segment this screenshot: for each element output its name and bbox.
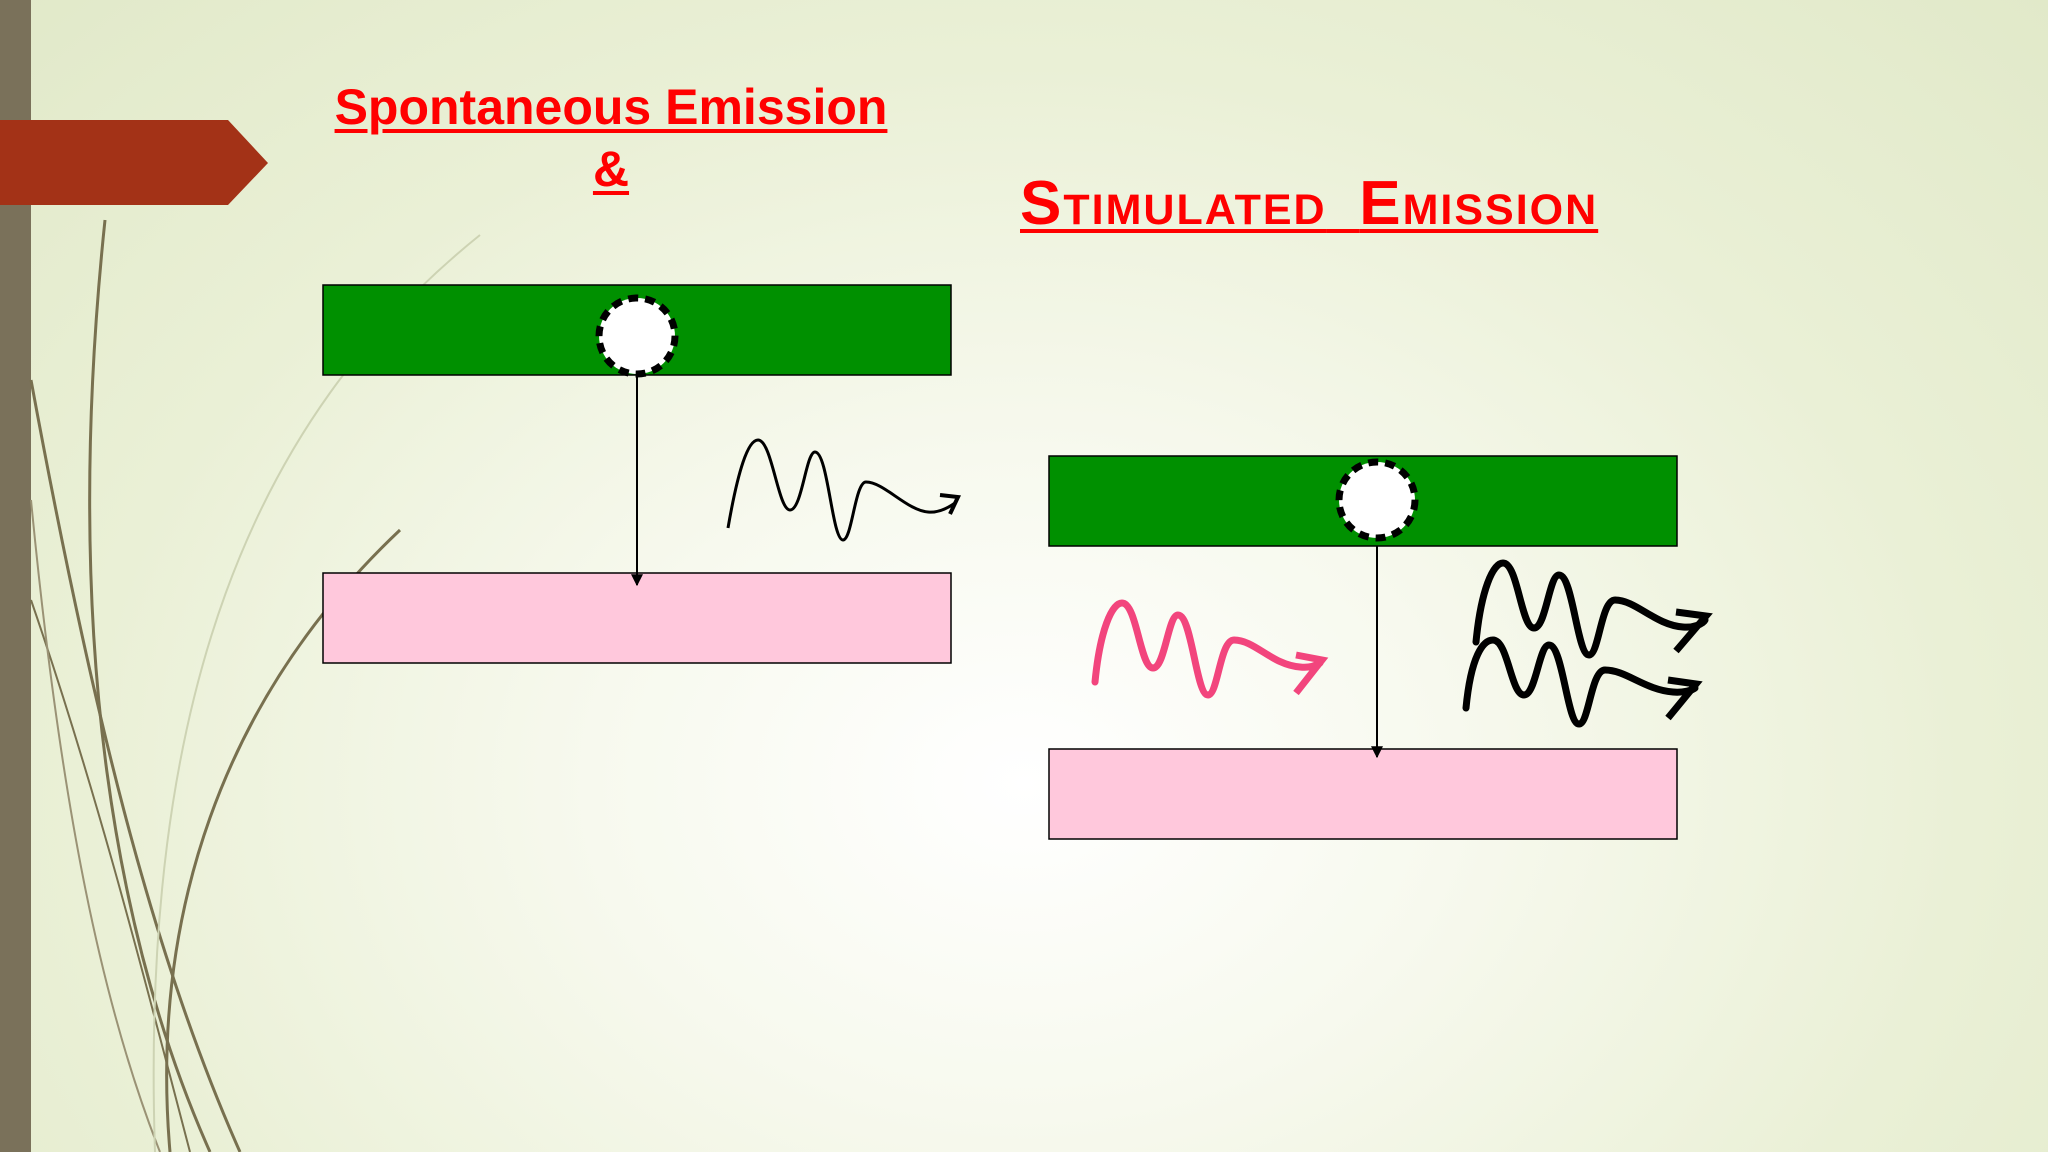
lower-energy-level: [322, 572, 952, 664]
spontaneous-diagram: [322, 284, 962, 664]
title-ampersand: &: [592, 141, 630, 197]
electron: [1335, 458, 1419, 542]
title-spontaneous: Spontaneous Emission &: [281, 76, 941, 200]
curve-strand: [30, 599, 191, 1152]
lower-energy-level: [1048, 748, 1678, 840]
curve-strand: [30, 499, 161, 1152]
title-word-stimulated: Stimulated: [1020, 169, 1327, 238]
emitted-photon-wave-2: [1462, 636, 1703, 728]
emitted-photon-wave: [726, 438, 962, 542]
title-line-1: Spontaneous Emission: [334, 79, 888, 135]
title-word-emission: Emission: [1359, 169, 1599, 238]
electron: [595, 294, 679, 378]
curve-strand: [29, 379, 242, 1152]
incident-photon-wave: [1091, 599, 1329, 699]
title-stimulated: Stimulated Emission: [1020, 168, 1598, 239]
emitted-photon-wave-1: [1472, 559, 1713, 659]
curve-strand: [88, 219, 212, 1152]
stimulated-diagram: [1048, 455, 1713, 840]
title-ribbon: [0, 120, 268, 205]
